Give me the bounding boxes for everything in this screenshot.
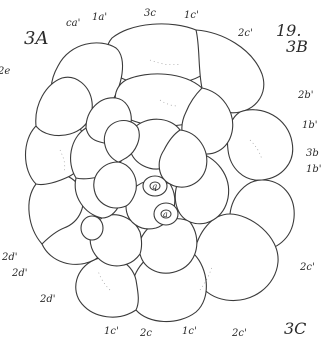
label-1a: 1a' (92, 12, 107, 23)
label-1b: 1b' (302, 120, 318, 131)
rosette-petal-bottom-left (94, 162, 137, 208)
label-2d-2: 2d' (11, 268, 28, 279)
cell-bottom (76, 257, 139, 317)
label-1c-top: 1c' (184, 10, 199, 21)
label-3c-top: 3c (144, 8, 156, 19)
cell-left-upper (36, 77, 92, 135)
label-2c-top: 2c' (237, 28, 253, 39)
cell-right-upper (228, 110, 293, 180)
label-1c-bottom-2: 1c' (182, 326, 197, 337)
label-2d-3: 2d' (39, 294, 56, 305)
label-3B: 3B (286, 37, 308, 56)
label-2b: 2b' (297, 90, 314, 101)
label-q: q (152, 182, 157, 191)
label-2c-right: 2c' (299, 262, 315, 273)
label-3C: 3C (284, 319, 306, 338)
label-2d-1: 2d' (1, 252, 18, 263)
label-1c-bottom: 1c' (104, 326, 119, 337)
label-3A: 3A (24, 28, 48, 49)
label-1b-2: 1b' (306, 164, 322, 175)
label-ca: ca' (66, 18, 80, 29)
label-2c-bottom: 2c (139, 328, 152, 339)
label-2e: 2e (0, 66, 10, 77)
label-a: a (163, 210, 168, 219)
small-cell-left (81, 216, 103, 240)
label-3b: 3b (306, 148, 319, 159)
label-2c-bottom-2: 2c' (231, 328, 247, 339)
